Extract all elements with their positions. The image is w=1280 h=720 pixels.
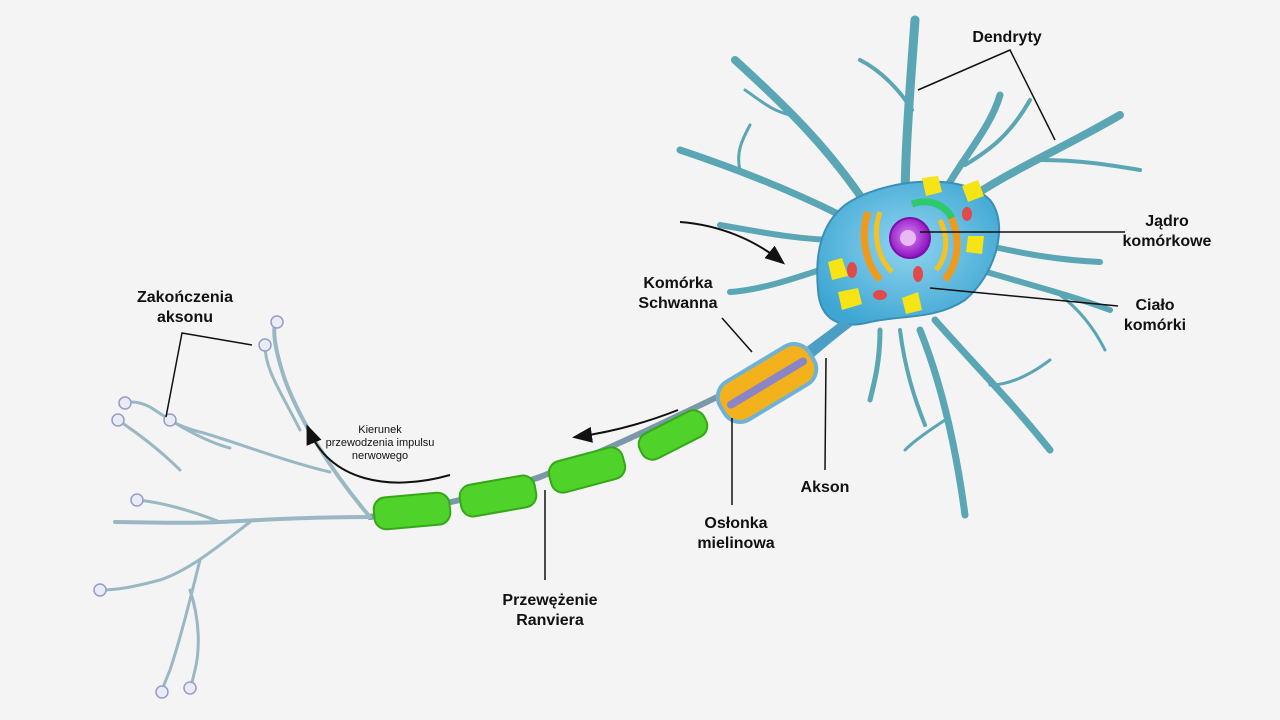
mitochondrion (913, 266, 923, 282)
dendrite-branch (858, 58, 914, 112)
synaptic-knob (183, 681, 197, 695)
organelle-yellow (962, 180, 984, 202)
dendrite-branch (676, 146, 844, 219)
synaptic-knob (93, 583, 107, 597)
terminal-branch (135, 498, 222, 524)
schwann-label: Komórka Schwanna (628, 274, 728, 314)
synaptic-knobs (93, 315, 284, 699)
axon-terminals (98, 320, 372, 694)
terminal-branch (188, 588, 200, 690)
terminal-branch (263, 343, 302, 432)
myelin-label-line2: mielinowa (697, 535, 775, 552)
mitochondrion (847, 262, 857, 278)
ranvier-label-line2: Ranviera (516, 612, 584, 629)
direction-label-line1: Kierunek (358, 424, 402, 436)
organelle-yellow (828, 258, 848, 280)
ranvier-label-line1: Przewężenie (502, 592, 598, 609)
terminals-label-line1: Zakończenia (136, 289, 234, 306)
myelin-sheath (372, 409, 709, 531)
dendrite-branch (903, 418, 947, 452)
axon-hillock (800, 320, 852, 362)
direction-arrows (306, 221, 786, 484)
nucleus-label-line2: komórkowe (1122, 233, 1212, 250)
synaptic-knob (118, 396, 132, 410)
dendrite-branch (1058, 293, 1107, 352)
dendrites-leader (917, 49, 1056, 141)
myelin-label-line1: Osłonka (704, 515, 768, 532)
golgi-apparatus (934, 218, 949, 272)
dendrite-branch (900, 15, 920, 210)
myelin-segment (637, 409, 709, 461)
dendrite-branch (737, 123, 752, 172)
direction-label-line2: przewodzenia impulsu (325, 437, 435, 449)
myelin-label: Osłonka mielinowa (686, 514, 786, 554)
synaptic-knob (270, 315, 284, 329)
organelle-yellow (922, 176, 942, 196)
direction-label-line3: nerwowego (351, 450, 409, 462)
schwann-label-line1: Komórka (643, 275, 713, 292)
dendrite-branch (898, 328, 927, 427)
dendrite-branch (743, 88, 792, 117)
cell-body-label-line2: komórki (1123, 317, 1187, 334)
synaptic-knob (258, 338, 272, 352)
synaptic-knob (163, 413, 177, 427)
myelin-segment (372, 491, 452, 531)
leader-lines (165, 49, 1125, 580)
mitochondrion (873, 290, 887, 300)
axon-label: Akson (790, 478, 860, 498)
myelin-segment (458, 474, 538, 518)
direction-label: Kierunek przewodzenia impulsu nerwowego (325, 424, 435, 463)
organelle-yellow (966, 236, 984, 254)
cell-body-label-line1: Ciało (1135, 297, 1175, 314)
dendrite-branch (1038, 158, 1142, 172)
organelle-yellow (902, 292, 922, 314)
dendrite-branch (977, 267, 1113, 313)
terminals-leader (165, 332, 253, 418)
cell-body-label: Ciało komórki (1105, 296, 1205, 336)
endoplasmic-reticulum (910, 198, 956, 220)
arrow-to-terminals (306, 424, 451, 484)
dendrite-branch (988, 358, 1052, 387)
schwann-label-line2: Schwanna (638, 295, 718, 312)
cell-body-leader (929, 287, 1119, 307)
terminal-branch (123, 400, 232, 450)
nucleolus (900, 230, 916, 246)
schwann-cell (715, 342, 819, 424)
axon-label-text: Akson (800, 479, 850, 496)
nucleus-label-line1: Jądro (1145, 213, 1189, 230)
arrow-along-axon (572, 409, 679, 443)
dendrite-branch (867, 327, 883, 403)
dendrites-label: Dendryty (962, 28, 1052, 48)
dendrite-branch (982, 242, 1103, 265)
dendrite-branch (931, 316, 1054, 454)
schwann-leader (721, 317, 753, 353)
mitochondrion (962, 207, 972, 221)
nucleus-label: Jądro komórkowe (1112, 212, 1222, 252)
golgi-apparatus (860, 210, 883, 283)
terminal-branch (272, 320, 372, 519)
golgi-apparatus (942, 213, 961, 283)
terminal-branch (160, 558, 202, 694)
dendrite-branch (963, 98, 1032, 167)
synaptic-knob (130, 493, 144, 507)
synaptic-knob (111, 413, 125, 427)
ranvier-label: Przewężenie Ranviera (495, 591, 605, 631)
dendrite-branch (731, 56, 874, 214)
terminals-label-line2: aksonu (156, 309, 213, 326)
terminal-branch (116, 418, 182, 472)
dendrite-branch (916, 326, 969, 519)
terminal-branch (113, 515, 372, 525)
terminal-branch (98, 520, 252, 592)
dendrites-label-text: Dendryty (972, 29, 1042, 46)
golgi-apparatus (873, 211, 894, 274)
myelin-segment (547, 446, 627, 494)
axon-leader (824, 357, 827, 471)
organelle-yellow (838, 288, 862, 310)
arrow-to-cell-body (679, 221, 786, 265)
organelles (828, 176, 984, 314)
synaptic-knob (155, 685, 169, 699)
terminals-label: Zakończenia aksonu (125, 288, 245, 328)
